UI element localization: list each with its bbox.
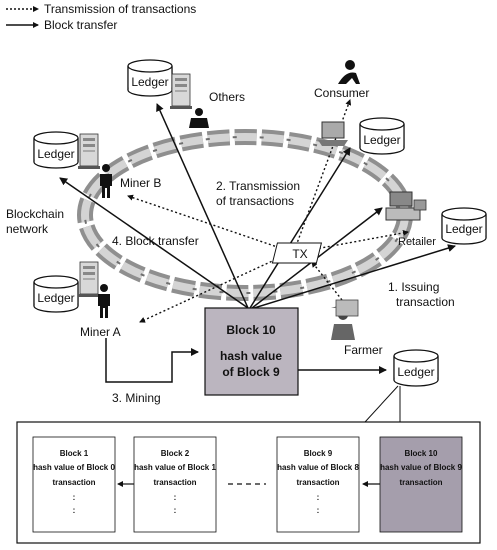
chain-block-hash: hash value of Block 8 xyxy=(277,463,359,472)
ledger-miner-a: Ledger xyxy=(33,275,79,313)
chain-block-10: Block 10 hash value of Block 9 transacti… xyxy=(379,436,462,533)
transmission-arrows xyxy=(127,99,409,323)
main-block-line3: of Block 9 xyxy=(222,365,280,379)
ledger-miner-b: Ledger xyxy=(33,131,79,169)
chain-block-1: Block 1 hash value of Block 0 transactio… xyxy=(32,436,115,533)
legend-solid-label: Block transfer xyxy=(44,18,117,32)
others-label: Others xyxy=(209,90,245,104)
server-icon xyxy=(169,73,193,110)
blockchain-network-label-2: network xyxy=(6,222,49,236)
person-icon xyxy=(98,284,110,318)
ledger-label: Ledger xyxy=(131,75,168,89)
server-icon xyxy=(77,261,101,298)
issuing-label-2: transaction xyxy=(396,295,455,309)
chain-block-hash: hash value of Block 1 xyxy=(134,463,216,472)
chain-block-2: Block 2 hash value of Block 1 transactio… xyxy=(133,436,216,533)
farmer-icon xyxy=(331,299,359,340)
miner-b-label: Miner B xyxy=(120,176,161,190)
chain-block-hash: hash value of Block 9 xyxy=(380,463,462,472)
svg-text::: : xyxy=(174,506,177,515)
chain-block-tx: transaction xyxy=(52,478,95,487)
ledger-label: Ledger xyxy=(363,133,400,147)
retailer-label: Retailer xyxy=(398,236,436,248)
chain-block-tx: transaction xyxy=(399,478,442,487)
main-block: Block 10 hash value of Block 9 xyxy=(204,307,299,396)
person-icon xyxy=(189,108,209,128)
ledger-bottom: Ledger xyxy=(393,349,439,387)
chain-ring xyxy=(77,129,413,301)
block-transfer-label: 4. Block transfer xyxy=(112,234,199,248)
mining-arrow xyxy=(105,338,199,383)
ledger-label: Ledger xyxy=(397,365,434,379)
svg-text::: : xyxy=(73,493,76,502)
consumer-label: Consumer xyxy=(314,86,369,100)
ledger-consumer: Ledger xyxy=(359,117,405,155)
mining-label: 3. Mining xyxy=(112,391,161,405)
chain-block-title: Block 1 xyxy=(60,449,89,458)
callout-pointer xyxy=(363,385,400,423)
chain-block-title: Block 9 xyxy=(304,449,333,458)
blockchain-network-label-1: Blockchain xyxy=(6,207,64,221)
main-block-title: Block 10 xyxy=(226,323,276,337)
ledger-label: Ledger xyxy=(445,222,482,236)
legend: Transmission of transactions Block trans… xyxy=(6,2,196,32)
chain-block-title: Block 10 xyxy=(405,449,438,458)
chain-block-9: Block 9 hash value of Block 8 transactio… xyxy=(276,436,359,533)
legend-dotted-label: Transmission of transactions xyxy=(44,2,196,16)
issuing-label-1: 1. Issuing xyxy=(388,280,439,294)
transmission-label-1: 2. Transmission xyxy=(216,179,300,193)
ledger-label: Ledger xyxy=(37,147,74,161)
chain-block-tx: transaction xyxy=(153,478,196,487)
ledger-retailer: Ledger xyxy=(441,207,487,245)
chain-block-hash: hash value of Block 0 xyxy=(33,463,115,472)
server-icon xyxy=(77,133,101,170)
chain-block-tx: transaction xyxy=(296,478,339,487)
tx-box: TX xyxy=(271,242,323,264)
ledger-others: Ledger xyxy=(127,59,173,97)
transmission-label-2: of transactions xyxy=(216,194,294,208)
main-block-line2: hash value xyxy=(220,349,282,363)
laptop-icon xyxy=(318,121,348,146)
svg-text::: : xyxy=(317,493,320,502)
svg-text::: : xyxy=(73,506,76,515)
svg-text::: : xyxy=(317,506,320,515)
svg-text::: : xyxy=(174,493,177,502)
consumer-person-icon xyxy=(338,60,360,84)
farmer-label: Farmer xyxy=(344,343,383,357)
ledger-label: Ledger xyxy=(37,291,74,305)
cash-register-icon xyxy=(385,191,427,221)
chain-block-title: Block 2 xyxy=(161,449,190,458)
tx-label: TX xyxy=(292,247,307,261)
miner-a-label: Miner A xyxy=(80,325,121,339)
